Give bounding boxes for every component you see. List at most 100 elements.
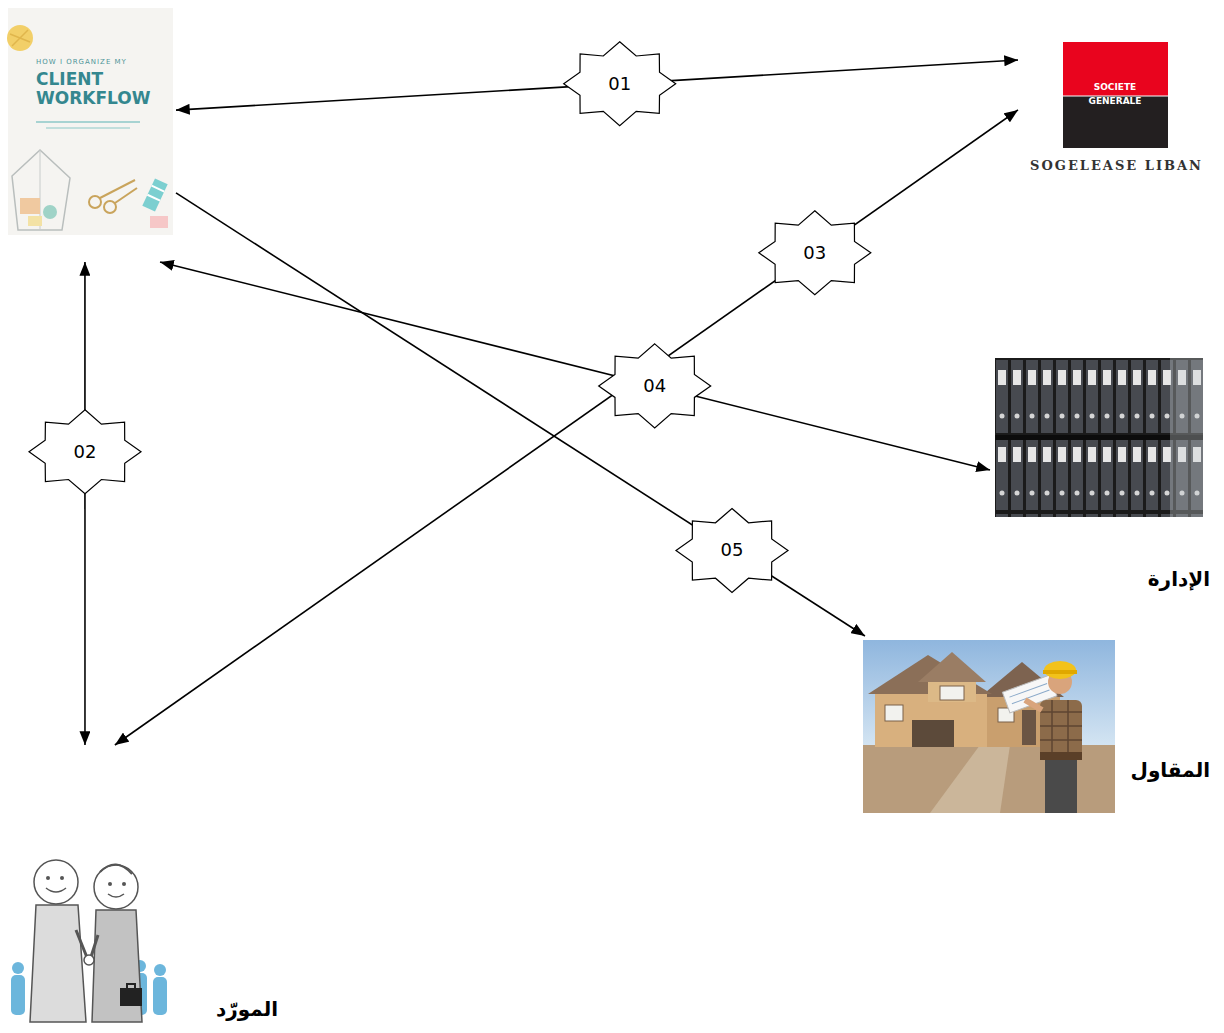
callout-star xyxy=(29,410,141,494)
supplier-picture xyxy=(11,860,167,1022)
supplier-picture-part xyxy=(92,910,142,1022)
supplier-picture-part xyxy=(46,888,66,892)
client-workflow-picture-part xyxy=(43,205,57,219)
binders-picture xyxy=(995,358,1203,517)
supplier-picture-part xyxy=(108,882,112,886)
client-workflow-picture-part-part xyxy=(152,186,165,192)
contractor-picture-part xyxy=(1025,700,1042,710)
callout-box: 01 xyxy=(608,73,631,95)
supplier-picture-part-part xyxy=(154,964,166,976)
client-workflow-node: HOW I ORGANIZE MY CLIENT WORKFLOW xyxy=(8,8,176,262)
callout-number: 05 xyxy=(721,539,744,561)
callout-box: 03 xyxy=(803,242,826,264)
callout-number: 03 xyxy=(803,242,826,264)
node-label: الإدارة xyxy=(1100,567,1210,591)
image-title: CLIENT WORKFLOW xyxy=(36,70,156,108)
client-workflow-picture-part xyxy=(36,121,140,123)
contractor-picture-part-part xyxy=(1009,683,1047,697)
node-label: المقاول xyxy=(1110,758,1210,782)
contractor-picture-part xyxy=(930,745,1010,813)
client-workflow-picture-part xyxy=(20,198,40,214)
supplier-picture-part xyxy=(108,894,124,897)
supplier-picture-part xyxy=(120,988,142,1006)
client-workflow-picture-part xyxy=(89,196,101,208)
supplier-node: المورّد xyxy=(8,745,280,1028)
text-slot: الإدارة xyxy=(1100,567,1210,591)
callout-box: 02 xyxy=(74,441,97,463)
callout-star xyxy=(759,211,871,295)
contractor-picture-part xyxy=(863,745,1115,813)
supplier-picture-part-part xyxy=(153,977,167,1015)
contractor-picture-part xyxy=(885,705,903,721)
binders-picture-part xyxy=(995,358,1203,517)
bank-logo-node: SOCIETE GENERALE SOGELEASE LIBAN xyxy=(1018,38,1217,178)
contractor-picture-part xyxy=(912,720,954,747)
supplier-picture-part xyxy=(94,865,138,909)
client-workflow-picture-part-part xyxy=(147,195,160,201)
arrow-connector xyxy=(160,262,990,470)
client-workflow-picture-part xyxy=(46,128,130,129)
client-workflow-picture-part xyxy=(8,8,173,235)
supplier-picture-part xyxy=(60,876,64,880)
client-workflow-picture-part xyxy=(12,150,70,230)
logo-text: SOCIETE GENERALE xyxy=(1084,80,1146,108)
callout-star xyxy=(676,509,788,593)
arrow-connector xyxy=(176,193,865,636)
image-caption: HOW I ORGANIZE MY xyxy=(36,58,168,67)
contractor-node: المقاول xyxy=(860,636,1215,816)
contractor-picture-part xyxy=(1045,760,1077,813)
client-workflow-picture-part xyxy=(104,201,116,213)
supplier-picture-part xyxy=(34,860,78,904)
callout-number: 01 xyxy=(608,73,631,95)
arrow-connector xyxy=(84,262,86,745)
client-workflow-picture-part xyxy=(10,30,30,46)
contractor-picture-part xyxy=(918,652,986,682)
contractor-picture-part xyxy=(1040,700,1082,760)
callout-box: 04 xyxy=(643,375,666,397)
contractor-picture-part xyxy=(1040,700,1082,760)
node-label: المورّد xyxy=(198,997,278,1021)
client-workflow-picture xyxy=(7,8,173,235)
contractor-picture-part xyxy=(1022,710,1036,745)
callout-number: 02 xyxy=(74,441,97,463)
binders-picture-part xyxy=(1170,358,1203,517)
client-workflow-picture-part xyxy=(100,180,135,198)
contractor-picture-part xyxy=(1040,752,1082,760)
text-slot: المقاول xyxy=(1110,758,1210,782)
administration-node: الإدارة xyxy=(990,355,1215,600)
callout-star xyxy=(599,344,711,428)
client-workflow-picture-part xyxy=(150,216,168,228)
arrow-connector xyxy=(115,110,1018,745)
client-workflow-picture-part xyxy=(115,188,137,203)
supplier-picture-part xyxy=(127,984,135,989)
contractor-picture-part xyxy=(940,686,964,700)
societe-generale-logo xyxy=(1063,42,1168,148)
callout-number: 04 xyxy=(643,375,666,397)
contractor-picture-part xyxy=(1043,670,1077,674)
supplier-picture-part-part xyxy=(11,975,25,1015)
text-slot: HOW I ORGANIZE MY xyxy=(36,58,168,67)
contractor-picture-part xyxy=(1044,661,1076,679)
callout-star xyxy=(564,42,676,126)
supplier-picture-part xyxy=(84,955,94,965)
client-workflow-picture-part xyxy=(142,178,167,211)
logo-subtitle: SOGELEASE LIBAN xyxy=(1018,158,1215,174)
client-workflow-picture-part-part xyxy=(142,178,167,211)
text-slot: SOGELEASE LIBAN xyxy=(1018,158,1215,174)
contractor-picture-part xyxy=(928,682,976,702)
text-slot: المورّد xyxy=(198,997,278,1021)
text-slot: SOCIETE GENERALE xyxy=(1084,80,1146,108)
supplier-picture-part xyxy=(100,864,132,874)
contractor-picture xyxy=(863,640,1115,813)
supplier-picture-part xyxy=(30,905,86,1022)
client-workflow-picture-part xyxy=(7,25,33,51)
supplier-picture-part-part xyxy=(12,962,24,974)
text-slot: CLIENT WORKFLOW xyxy=(36,70,156,108)
callout-box: 05 xyxy=(721,539,744,561)
supplier-picture-part xyxy=(122,882,126,886)
supplier-picture-part xyxy=(46,876,50,880)
client-workflow-picture-part xyxy=(28,216,42,226)
